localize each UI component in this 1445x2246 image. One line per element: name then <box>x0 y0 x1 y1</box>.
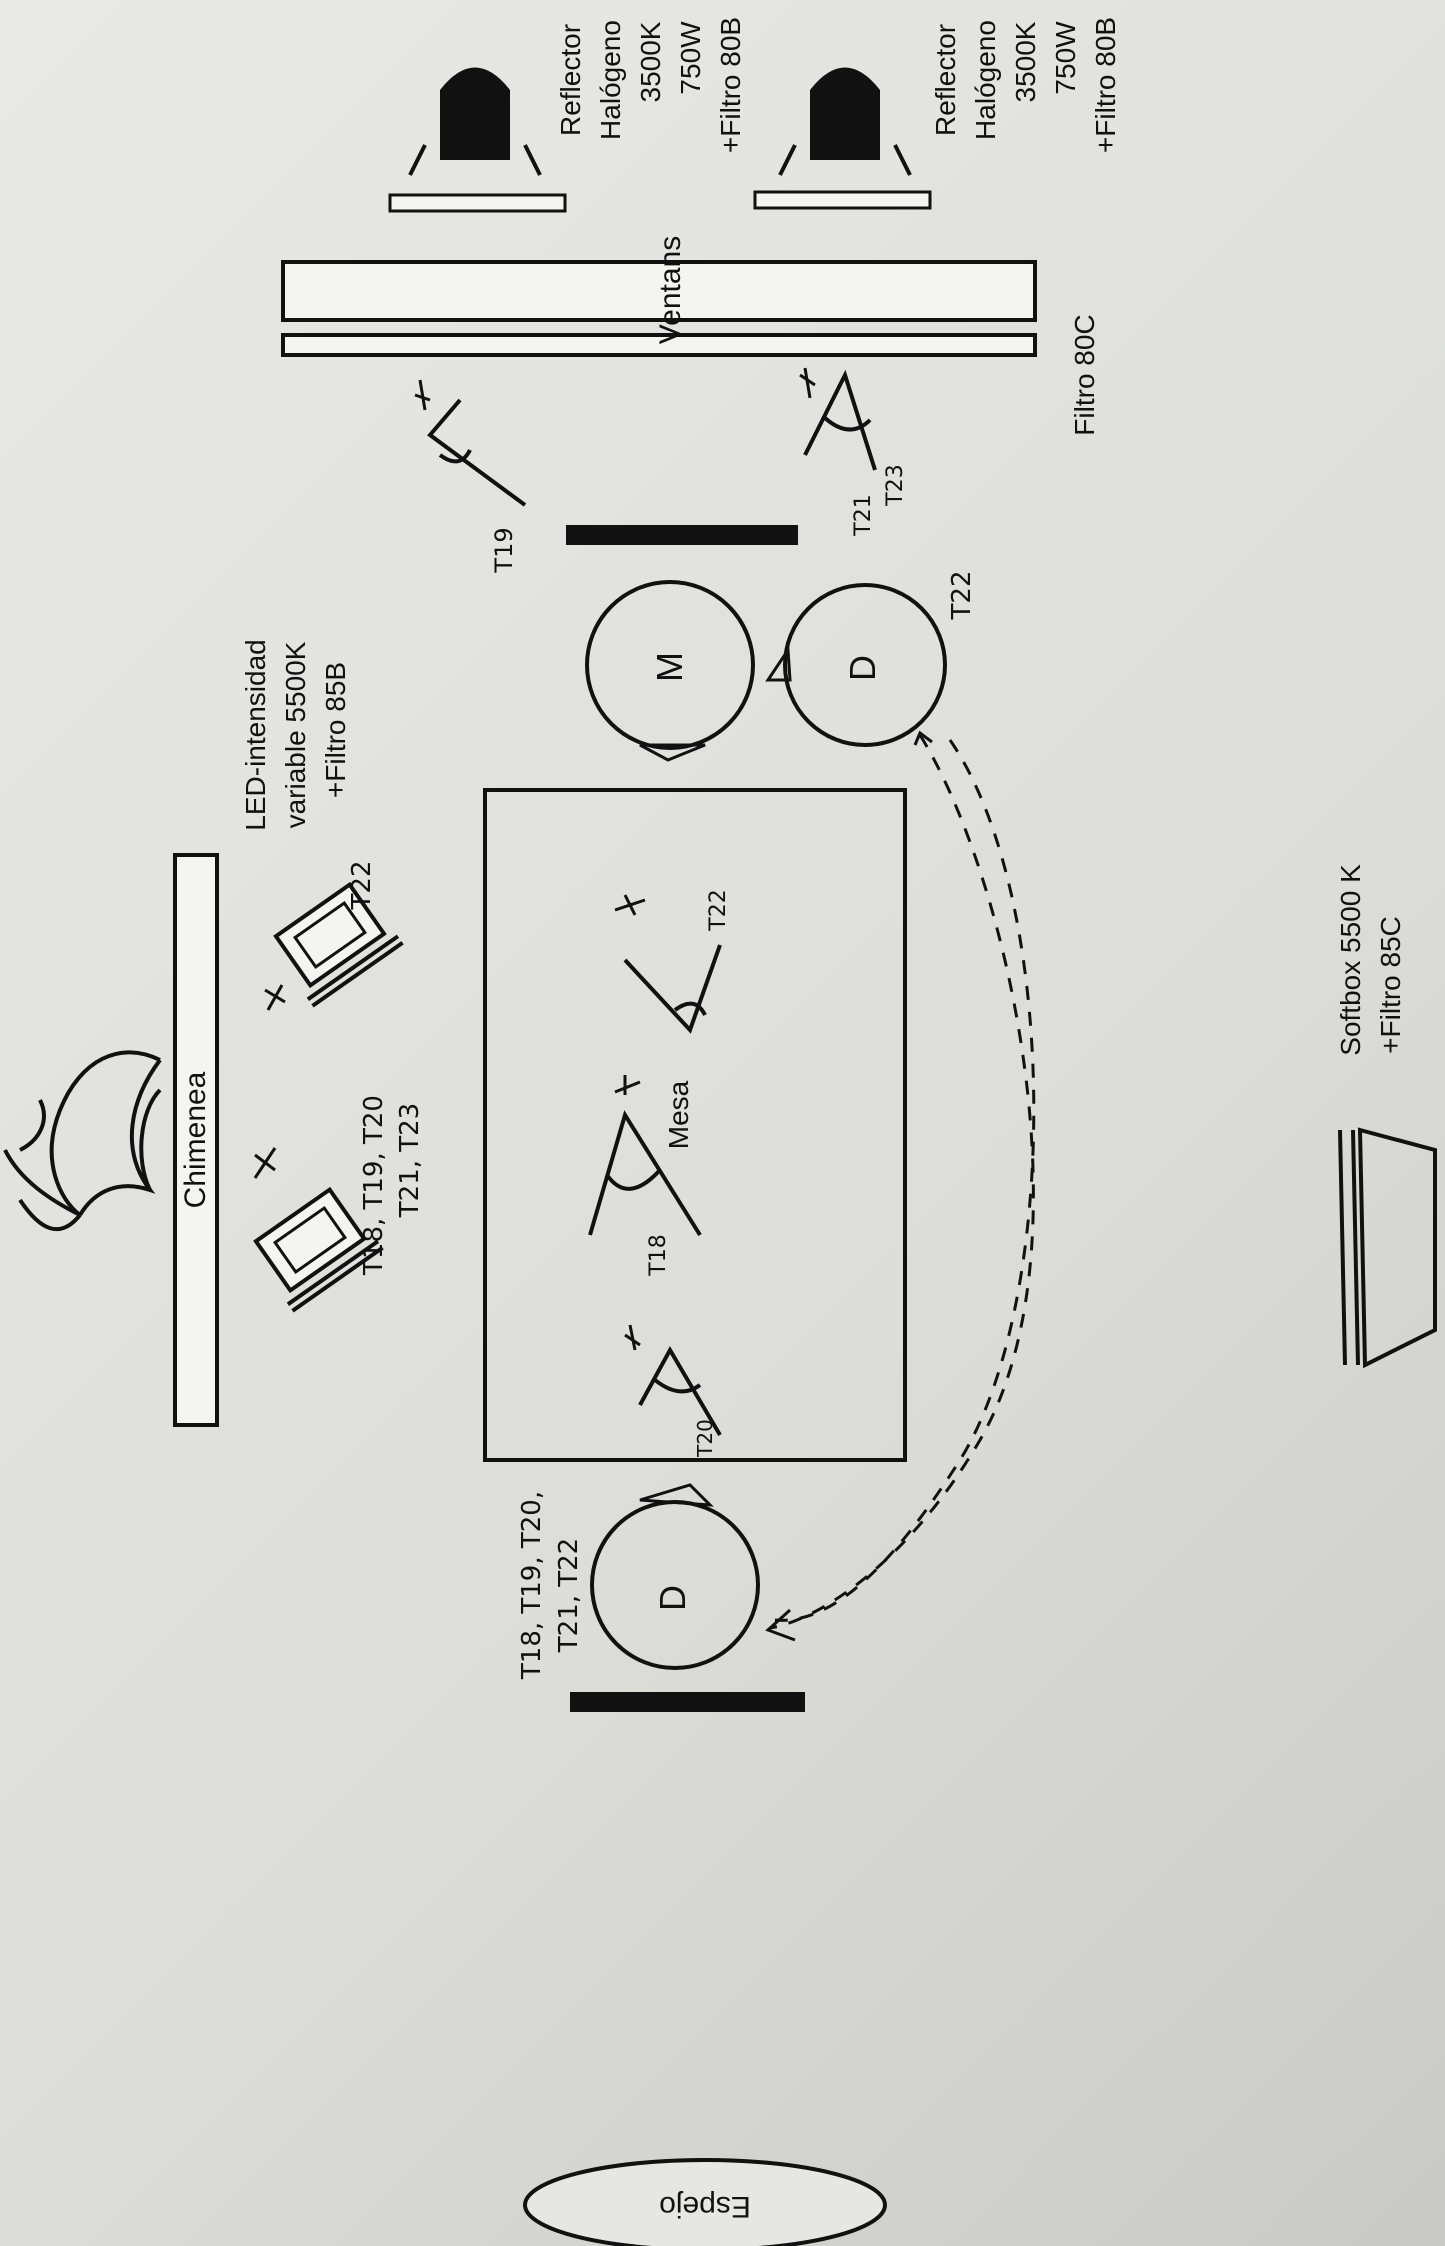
reflector-2-line-5: +Filtro 80B <box>1090 17 1121 153</box>
window <box>281 260 1037 322</box>
led-spec-line-1: LED-intensidad <box>240 639 271 830</box>
camera-t22-table <box>614 894 722 1034</box>
table <box>483 788 907 1462</box>
person-d-left-label: D <box>652 1585 693 1611</box>
led-light-b <box>264 881 404 1011</box>
camera-t20-label: T20 <box>693 1419 717 1458</box>
window-filter-strip <box>281 333 1037 357</box>
person-m: M <box>585 580 755 762</box>
reflector-2-line-1: Reflector <box>930 24 961 136</box>
camera-t19-label: T19 <box>490 527 518 573</box>
window-label: Ventans <box>654 236 687 344</box>
d-left-takes-1: T18, T19, T20, <box>517 1491 547 1680</box>
camera-t19 <box>414 379 527 507</box>
filter-80c-label: Filtro 80C <box>1069 314 1100 435</box>
mirror: Espejo <box>523 2158 887 2246</box>
led-spec-line-3: +Filtro 85B <box>320 662 351 798</box>
camera-t22-table-label: T22 <box>706 889 731 931</box>
person-d-right: D <box>765 583 947 747</box>
reflector-1 <box>388 67 567 213</box>
flame-icon <box>3 1050 162 1232</box>
blocker-left <box>570 1692 805 1712</box>
reflector-2-line-3: 3500K <box>1010 21 1041 102</box>
camera-t20 <box>624 1324 722 1437</box>
d-right-take: T22 <box>947 571 977 621</box>
person-m-label: M <box>649 652 690 682</box>
led-spec-line-2: variable 5500K <box>280 641 311 828</box>
softbox-line-1: Softbox 5500 K <box>1335 864 1366 1056</box>
camera-t23-label: T23 <box>883 464 908 506</box>
reflector-1-line-2: Halógeno <box>595 20 626 140</box>
reflector-1-line-4: 750W <box>675 21 706 95</box>
reflector-1-barndoor <box>388 193 567 213</box>
softbox <box>1338 1127 1437 1369</box>
fireplace-mantel <box>173 853 219 1427</box>
fireplace-label: Chimenea <box>179 1071 212 1208</box>
camera-t21-t23 <box>799 367 877 471</box>
led-a-takes-1: T18, T19, T20 <box>359 1095 389 1276</box>
camera-t18-label: T18 <box>646 1234 671 1276</box>
person-d-left: D <box>590 1483 760 1670</box>
table-label: Mesa <box>663 1080 694 1149</box>
reflector-2-barndoor <box>753 190 932 210</box>
movement-arrows <box>769 734 1036 1630</box>
reflector-1-line-1: Reflector <box>555 24 586 136</box>
led-a-takes-2: T21, T23 <box>395 1103 425 1218</box>
person-d-right-label: D <box>842 655 883 681</box>
led-light-a <box>253 1147 384 1313</box>
softbox-line-2: +Filtro 85C <box>1375 916 1406 1054</box>
camera-t21-label: T21 <box>851 494 876 536</box>
reflector-2-line-2: Halógeno <box>970 20 1001 140</box>
blocker-right <box>566 525 798 545</box>
reflector-2-line-4: 750W <box>1050 21 1081 95</box>
reflector-2 <box>753 67 932 210</box>
fireplace: Chimenea <box>3 853 219 1427</box>
arrow-heads <box>765 730 933 1642</box>
camera-t18 <box>588 1075 702 1237</box>
d-left-takes-2: T21, T22 <box>554 1538 584 1653</box>
led-b-take: T22 <box>347 861 377 911</box>
mirror-label: Espejo <box>659 2190 751 2223</box>
reflector-1-line-3: 3500K <box>635 21 666 102</box>
reflector-1-line-5: +Filtro 80B <box>715 17 746 153</box>
